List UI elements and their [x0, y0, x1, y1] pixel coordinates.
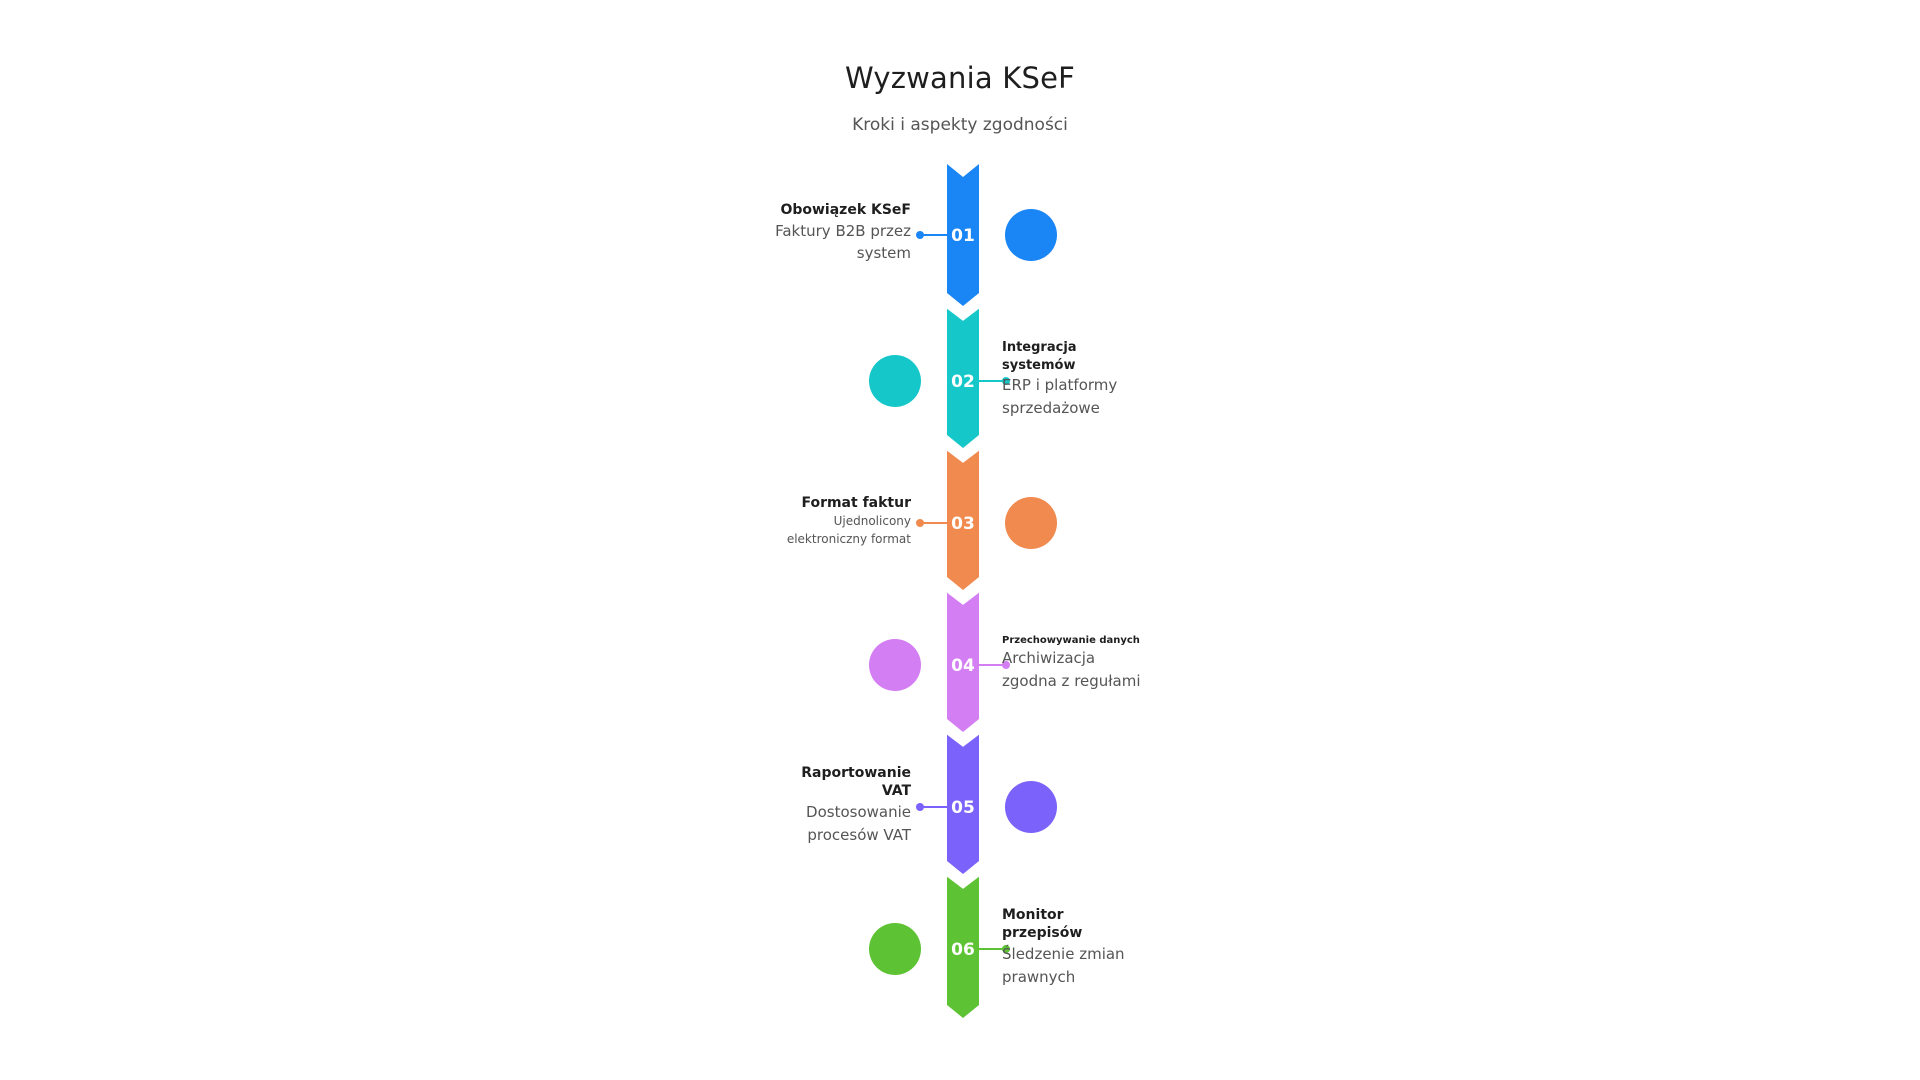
timeline-segment-03 — [947, 448, 979, 590]
timeline-segment-01 — [947, 164, 979, 306]
connector-dot — [1002, 661, 1010, 669]
step-description: Faktury B2B przez system — [775, 221, 911, 263]
step-title: Obowiązek KSeF — [780, 202, 911, 218]
timeline-segment-02 — [947, 306, 979, 448]
connector-dot — [1002, 945, 1010, 953]
step-circle-06 — [869, 923, 921, 975]
step-circle-03 — [1005, 497, 1057, 549]
step-number-05: 05 — [951, 798, 975, 818]
step-title: Przechowywanie danych — [1002, 634, 1140, 646]
connector-dot — [916, 231, 924, 239]
step-title: Raportowanie VAT — [801, 764, 911, 800]
step-title: Integracja systemów — [1002, 340, 1077, 373]
connector-dot — [916, 803, 924, 811]
segment-separator — [945, 872, 981, 889]
step-number-01: 01 — [951, 226, 975, 246]
segment-separator — [945, 730, 981, 747]
step-circle-05 — [1005, 781, 1057, 833]
connector-dot — [916, 519, 924, 527]
step-circle-01 — [1005, 209, 1057, 261]
step-title: Monitor przepisów — [1002, 906, 1083, 942]
step-circle-04 — [869, 639, 921, 691]
step-text-01: Obowiązek KSeF Faktury B2B przez system — [771, 201, 911, 265]
step-description: Dostosowanie procesów VAT — [806, 803, 911, 844]
connector-dot — [1002, 377, 1010, 385]
step-description: ERP i platformy sprzedażowe — [1002, 376, 1118, 417]
segment-separator — [945, 304, 981, 321]
step-title: Format faktur — [801, 494, 911, 511]
step-number-03: 03 — [951, 514, 975, 534]
step-number-02: 02 — [951, 372, 975, 392]
page-title: Wyzwania KSeF — [844, 61, 1075, 95]
step-number-06: 06 — [951, 940, 975, 960]
timeline-segment-05 — [947, 732, 979, 874]
page-subtitle: Kroki i aspekty zgodności — [852, 115, 1068, 135]
step-description: Archiwizacja zgodna z regułami — [1002, 649, 1141, 690]
step-description: Śledzenie zmian prawnych — [1002, 945, 1125, 986]
timeline-segment-06 — [947, 874, 979, 1018]
segment-separator — [945, 446, 981, 463]
step-circle-02 — [869, 355, 921, 407]
timeline-segment-04 — [947, 590, 979, 732]
segment-separator — [945, 588, 981, 605]
step-number-04: 04 — [951, 656, 975, 676]
step-description: Ujednolicony elektroniczny format — [786, 514, 911, 547]
